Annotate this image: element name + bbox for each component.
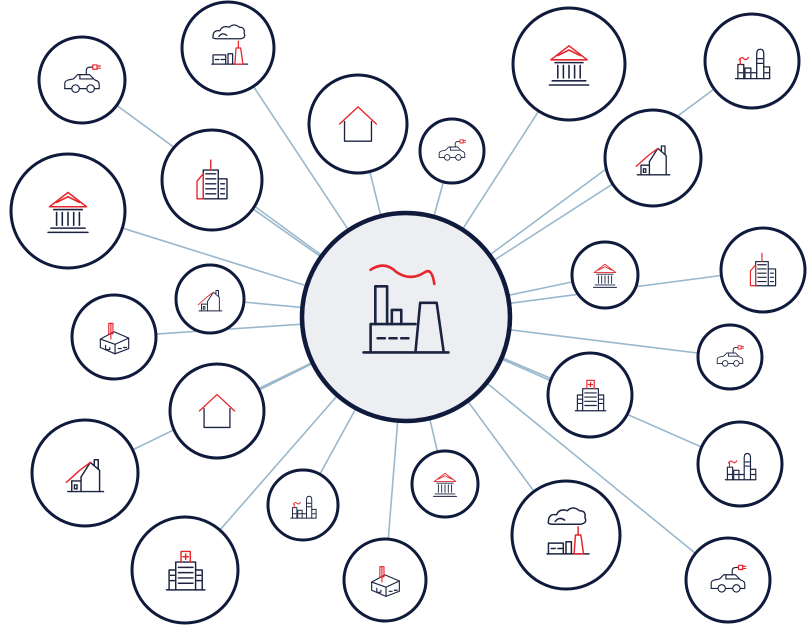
network-node [30, 418, 140, 528]
node-ring [410, 449, 480, 519]
node-ring [696, 323, 764, 391]
node-ring [9, 152, 127, 270]
node-ring [511, 6, 627, 122]
node-ring [37, 35, 127, 125]
network-node [130, 515, 240, 625]
node-ring [168, 362, 266, 460]
network-node [70, 293, 158, 381]
node-ring [160, 128, 264, 232]
node-ring [342, 537, 428, 623]
network-node [307, 73, 409, 175]
network-node [266, 468, 340, 542]
network-node [570, 240, 640, 310]
node-ring [510, 479, 622, 591]
network-node [696, 323, 764, 391]
network-node [410, 449, 480, 519]
network-node [160, 128, 264, 232]
network-node [719, 226, 807, 314]
node-ring [266, 468, 340, 542]
node-ring [696, 420, 784, 508]
network-node [703, 12, 801, 110]
network-node [180, 0, 276, 96]
node-ring [174, 263, 246, 335]
network-node [696, 420, 784, 508]
node-ring [570, 240, 640, 310]
node-ring [30, 418, 140, 528]
network-node [9, 152, 127, 270]
network-node [174, 263, 246, 335]
network-node [342, 537, 428, 623]
network-node [684, 536, 772, 624]
node-ring [719, 226, 807, 314]
hub-ring [299, 210, 513, 424]
network-node [418, 117, 486, 185]
node-ring [703, 12, 801, 110]
node-ring [603, 108, 703, 208]
network-node [168, 362, 266, 460]
node-ring [684, 536, 772, 624]
network-node [511, 6, 627, 122]
node-ring [70, 293, 158, 381]
network-node [603, 108, 703, 208]
node-ring [418, 117, 486, 185]
node-ring [180, 0, 276, 96]
network-node [546, 351, 634, 439]
node-ring [546, 351, 634, 439]
node-ring [307, 73, 409, 175]
node-ring [130, 515, 240, 625]
network-node [510, 479, 622, 591]
hub-layer [299, 210, 513, 424]
node-layer [9, 0, 807, 625]
network-node [37, 35, 127, 125]
